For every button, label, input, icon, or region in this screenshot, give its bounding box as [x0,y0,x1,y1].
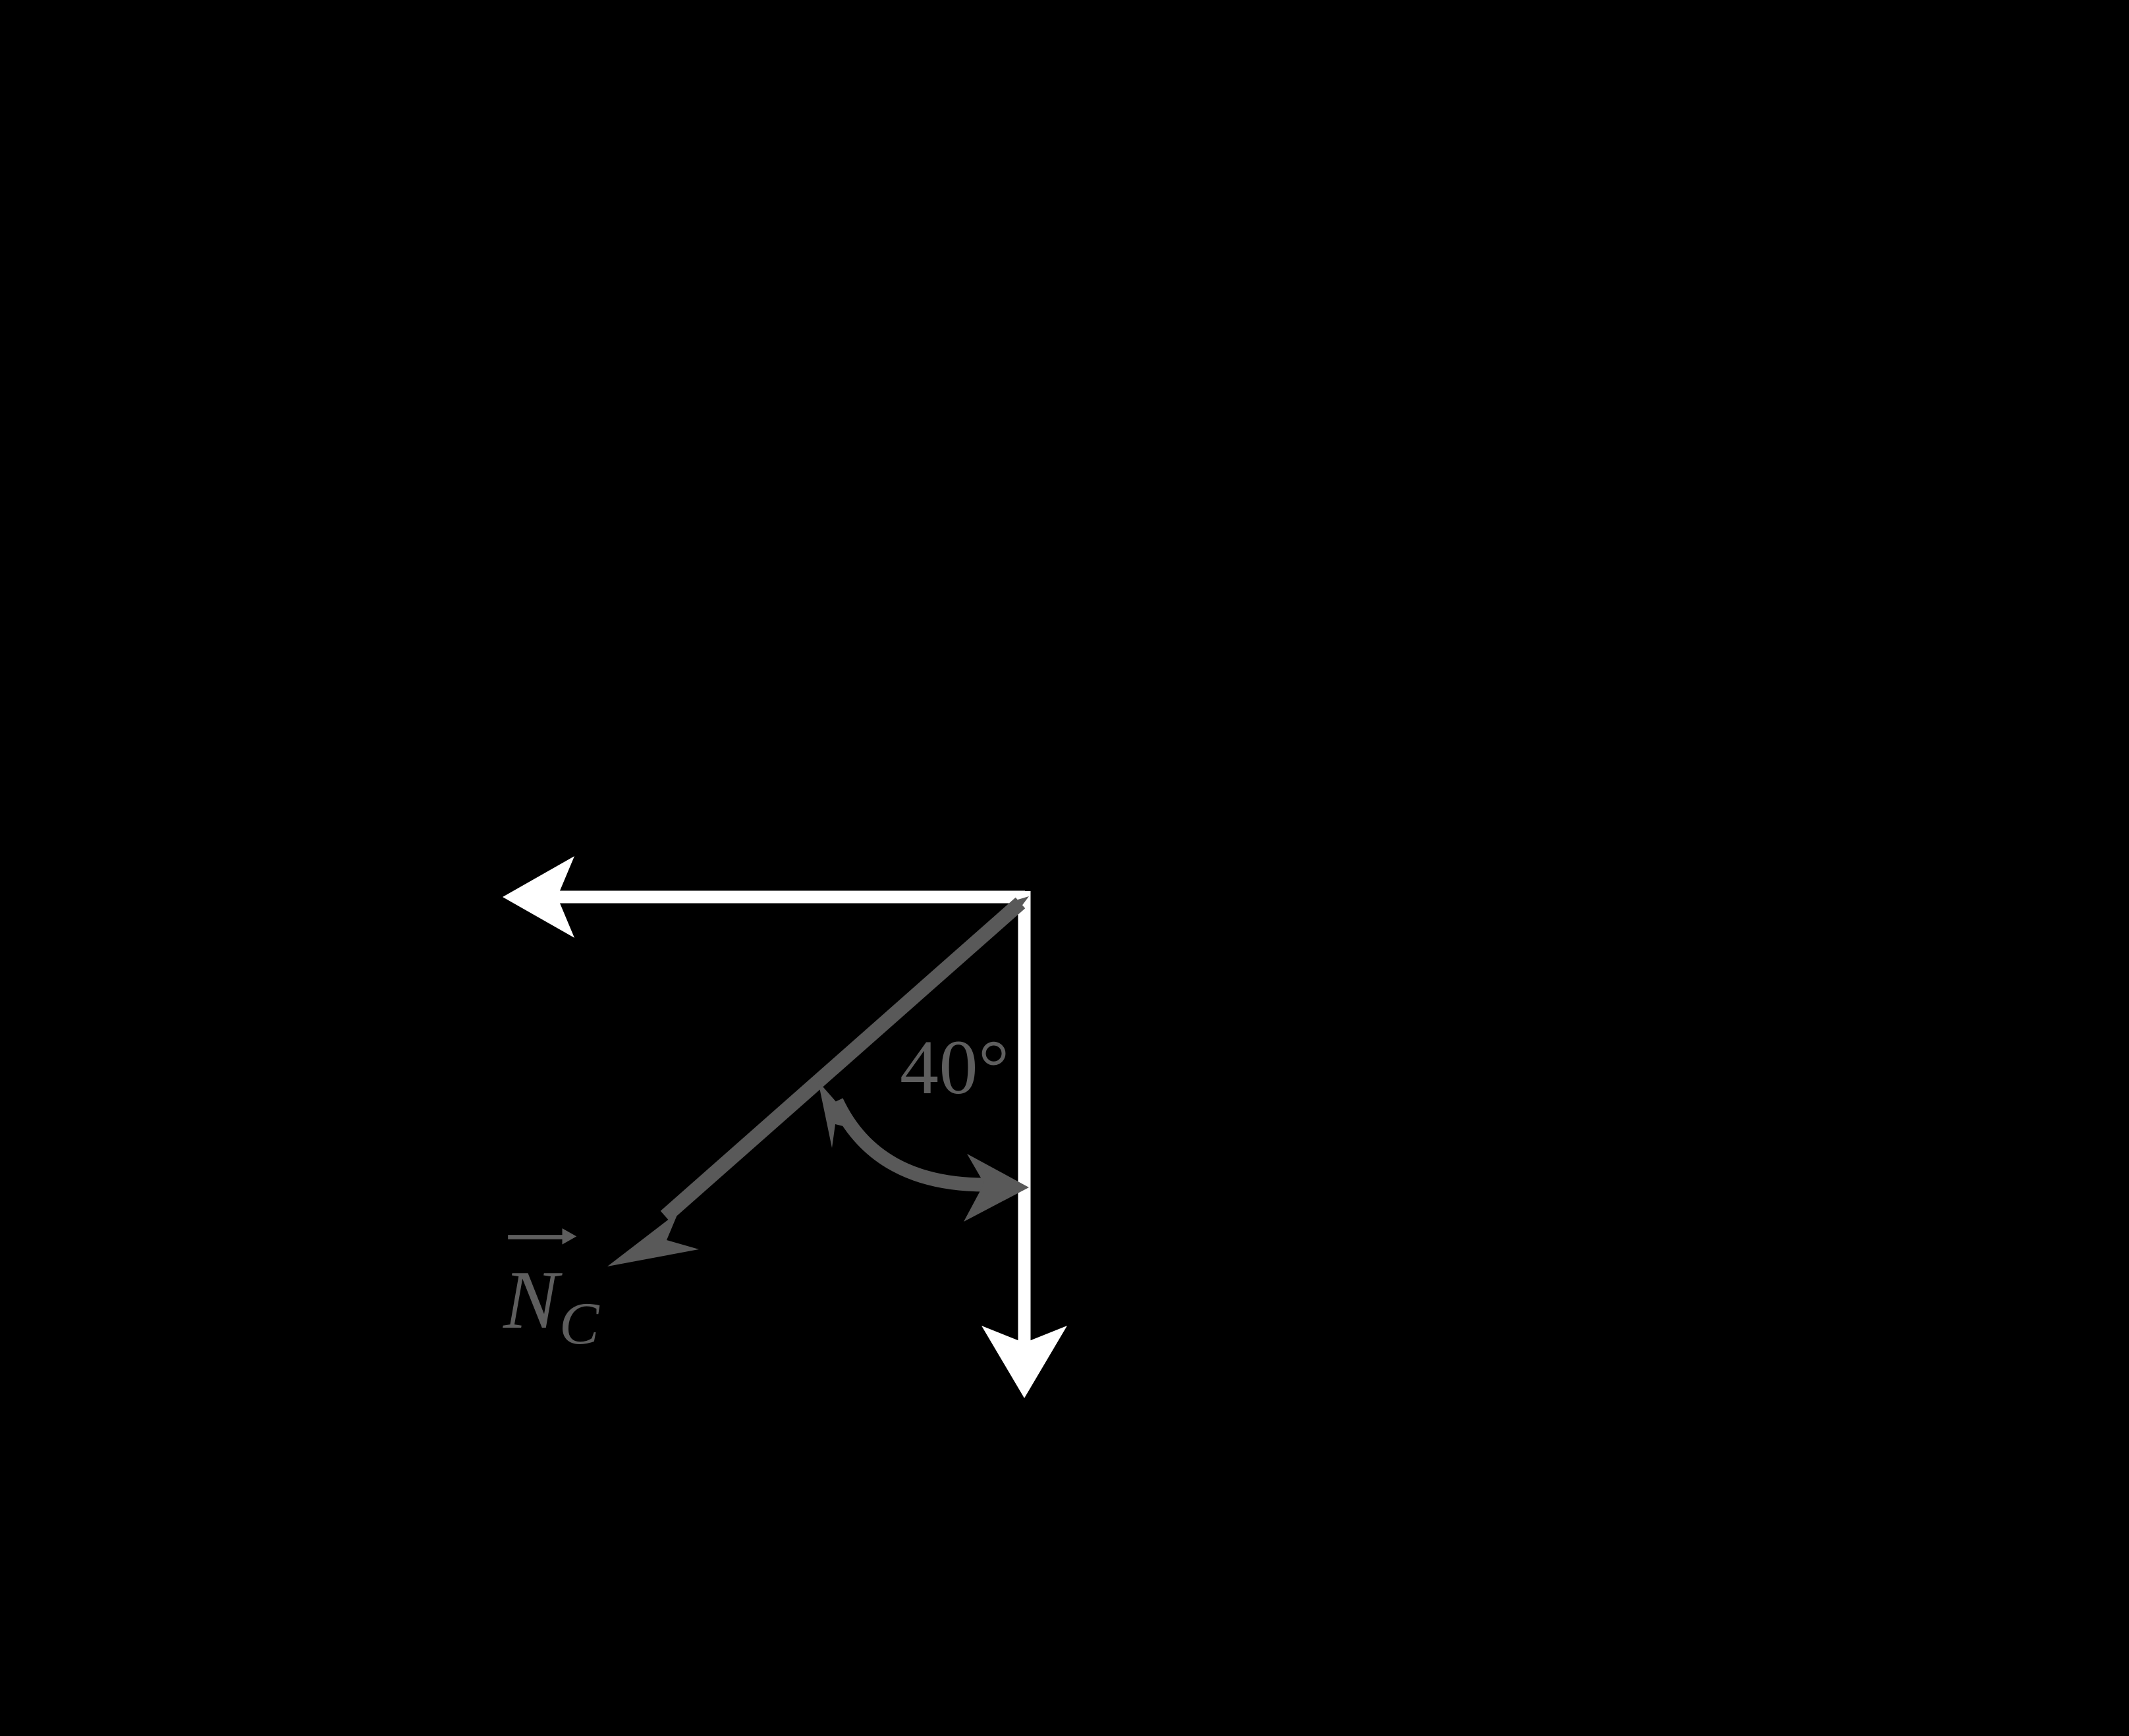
angle-arc-arrowhead-start [818,1081,862,1148]
vertical-component-arrow [982,891,1067,1398]
angle-label: 40° [900,1029,1010,1106]
horizontal-component-arrow [503,856,1025,938]
angle-value: 40° [900,1024,1010,1110]
horizontal-component-arrowhead [503,856,574,938]
normal-force-symbol: N [503,1255,559,1346]
normal-force-label: NC [503,1228,599,1353]
normal-force-symbol-stack: N [503,1228,577,1342]
angle-arc-arrowhead-end [964,1154,1029,1222]
normal-force-shaft [660,897,1026,1222]
normal-force-arrowhead-upper [1011,896,1029,912]
angle-arc-40 [818,1081,1029,1222]
vertical-component-arrowhead [982,1326,1067,1398]
normal-force-vector [607,896,1029,1266]
normal-force-arrowhead-lower [607,1212,699,1266]
normal-force-subscript: C [559,1289,599,1357]
